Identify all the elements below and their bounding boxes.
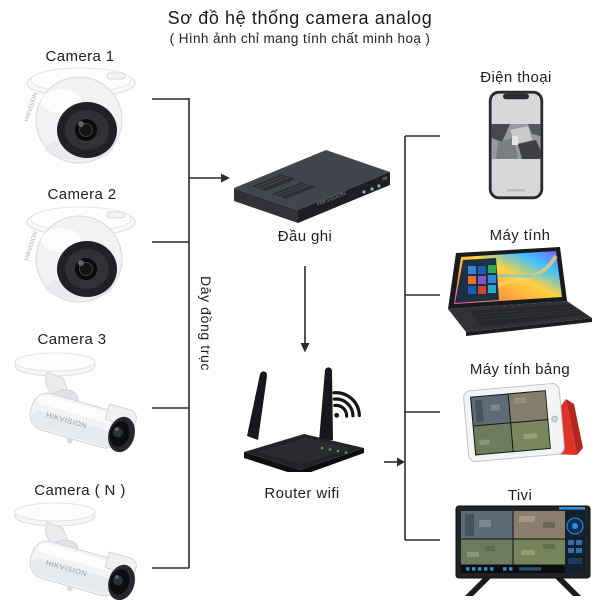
- bullet-camera-icon: HIKVISION: [14, 502, 137, 600]
- tablet-label: Máy tính bảng: [469, 361, 571, 378]
- tablet-icon: [463, 383, 583, 462]
- phone-label: Điện thoại: [480, 69, 552, 86]
- tv-toolbar: [461, 565, 565, 573]
- dome-camera-icon: HIKVISION: [24, 67, 136, 164]
- tablet-quad-view: [471, 391, 551, 455]
- smartphone-icon: [488, 90, 544, 200]
- bullet-camera-icon: HIKVISION: [14, 352, 137, 453]
- tv-label: Tivi: [507, 487, 533, 504]
- dome-camera-icon: HIKVISION: [24, 206, 136, 303]
- laptop-start-menu: [455, 258, 499, 303]
- camera3-label: Camera 3: [37, 331, 107, 348]
- coax-cable-label: Dây đồng trục: [198, 275, 214, 371]
- router-icon: [244, 367, 364, 472]
- dvr-arrowhead: [221, 173, 230, 183]
- dvr-icon: HIKVISION: [234, 150, 390, 223]
- dvr-to-router-arrowhead: [300, 343, 310, 353]
- router-arrowhead: [397, 457, 405, 467]
- cameraN-label: Camera ( N ): [34, 482, 126, 499]
- tv-control-panel: [565, 511, 585, 573]
- wifi-signal-icon: [332, 391, 361, 418]
- tv-quad-view: [461, 511, 565, 565]
- camera2-label: Camera 2: [47, 186, 117, 203]
- phone-screen-snapshot: [491, 124, 541, 159]
- laptop-label: Máy tính: [489, 227, 551, 244]
- tv-icon: [455, 505, 591, 596]
- router-label: Router wifi: [264, 485, 340, 502]
- dvr-label: Đầu ghi: [277, 228, 333, 245]
- laptop-icon: [448, 247, 592, 336]
- page-subtitle: ( Hình ảnh chỉ mang tính chất minh hoạ ): [169, 31, 431, 46]
- page-title: Sơ đồ hệ thống camera analog: [167, 8, 433, 28]
- camera1-label: Camera 1: [45, 48, 115, 65]
